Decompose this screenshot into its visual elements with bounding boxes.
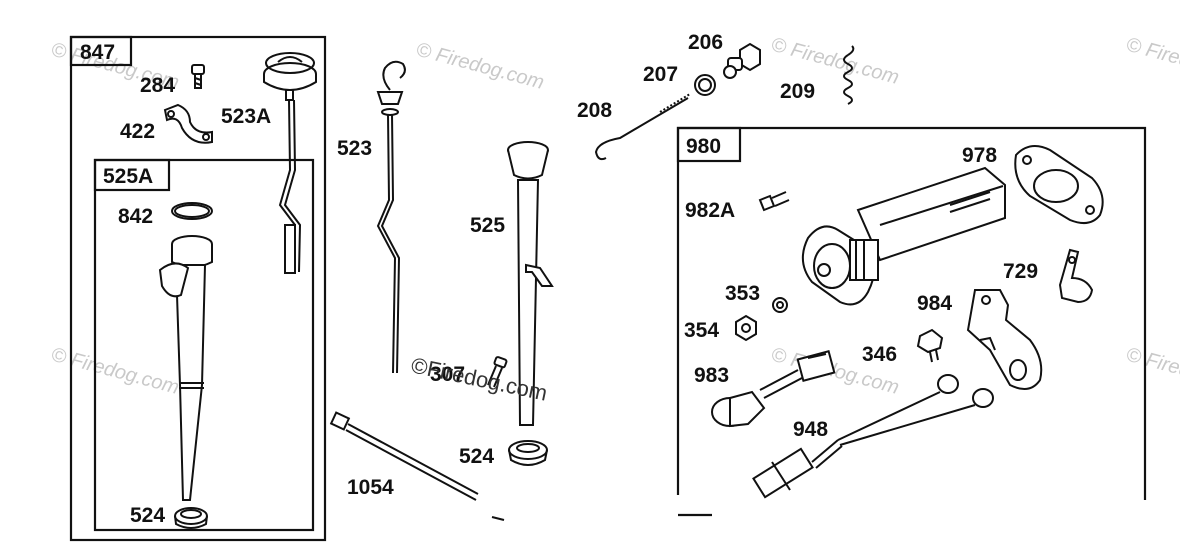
part-284-screw — [191, 64, 205, 89]
part-948-wire — [752, 374, 994, 499]
label-208: 208 — [577, 99, 612, 122]
label-422: 422 — [120, 120, 155, 143]
part-729-clip — [1058, 248, 1094, 304]
group-980-tag — [676, 126, 742, 163]
group-847-tag — [69, 35, 133, 67]
group-847-frame — [69, 35, 327, 542]
part-524-grommet-mid — [508, 440, 548, 466]
part-983-connector — [711, 350, 836, 428]
label-523a: 523A — [221, 105, 271, 128]
label-1054: 1054 — [347, 476, 394, 499]
part-523-dipstick — [376, 60, 406, 374]
part-354-nut — [735, 314, 757, 342]
group-980-frame — [676, 126, 1147, 500]
group-525a-tag — [93, 158, 171, 192]
group-980-label: 980 — [686, 135, 721, 158]
part-307-screw — [487, 356, 508, 388]
watermark: © Firedog.com — [1124, 34, 1180, 89]
label-353: 353 — [725, 282, 760, 305]
label-523: 523 — [337, 137, 372, 160]
group-525a-label: 525A — [103, 165, 153, 188]
label-842: 842 — [118, 205, 153, 228]
label-524-left: 524 — [130, 504, 165, 527]
label-207: 207 — [643, 63, 678, 86]
watermark: © Firedog.com — [49, 344, 182, 399]
part-346-screw — [916, 328, 944, 363]
part-978-gasket — [1014, 145, 1104, 225]
label-354: 354 — [684, 319, 719, 342]
label-284: 284 — [140, 74, 175, 97]
label-307: 307 — [430, 363, 465, 386]
label-984: 984 — [917, 292, 952, 315]
label-206: 206 — [688, 31, 723, 54]
part-208-link-rod — [594, 93, 691, 161]
label-978: 978 — [962, 144, 997, 167]
part-525a-tube — [158, 235, 213, 501]
label-209: 209 — [780, 80, 815, 103]
part-206-fitting — [723, 42, 761, 79]
part-422-clamp — [163, 103, 213, 144]
part-982a-screw — [758, 191, 790, 212]
part-524-grommet-left — [174, 507, 208, 529]
part-984-bracket — [966, 289, 1043, 390]
watermark: © Firedog.com — [414, 39, 547, 94]
part-980-actuator — [801, 166, 1006, 306]
label-948: 948 — [793, 418, 828, 441]
watermark: © Firedog.com — [1124, 344, 1180, 399]
part-842-oring — [171, 202, 213, 220]
label-729: 729 — [1003, 260, 1038, 283]
part-1054-cable-tie — [329, 411, 505, 521]
label-525: 525 — [470, 214, 505, 237]
part-523a-dipstick — [263, 52, 317, 274]
part-353-lockwasher — [772, 297, 788, 313]
part-525-tube — [507, 141, 554, 426]
part-209-spring — [843, 45, 855, 105]
group-525a-frame — [93, 158, 315, 532]
part-207-clip — [694, 74, 716, 96]
label-982a: 982A — [685, 199, 735, 222]
label-346: 346 — [862, 343, 897, 366]
group-847-label: 847 — [80, 41, 115, 64]
label-983: 983 — [694, 364, 729, 387]
label-524-mid: 524 — [459, 445, 494, 468]
